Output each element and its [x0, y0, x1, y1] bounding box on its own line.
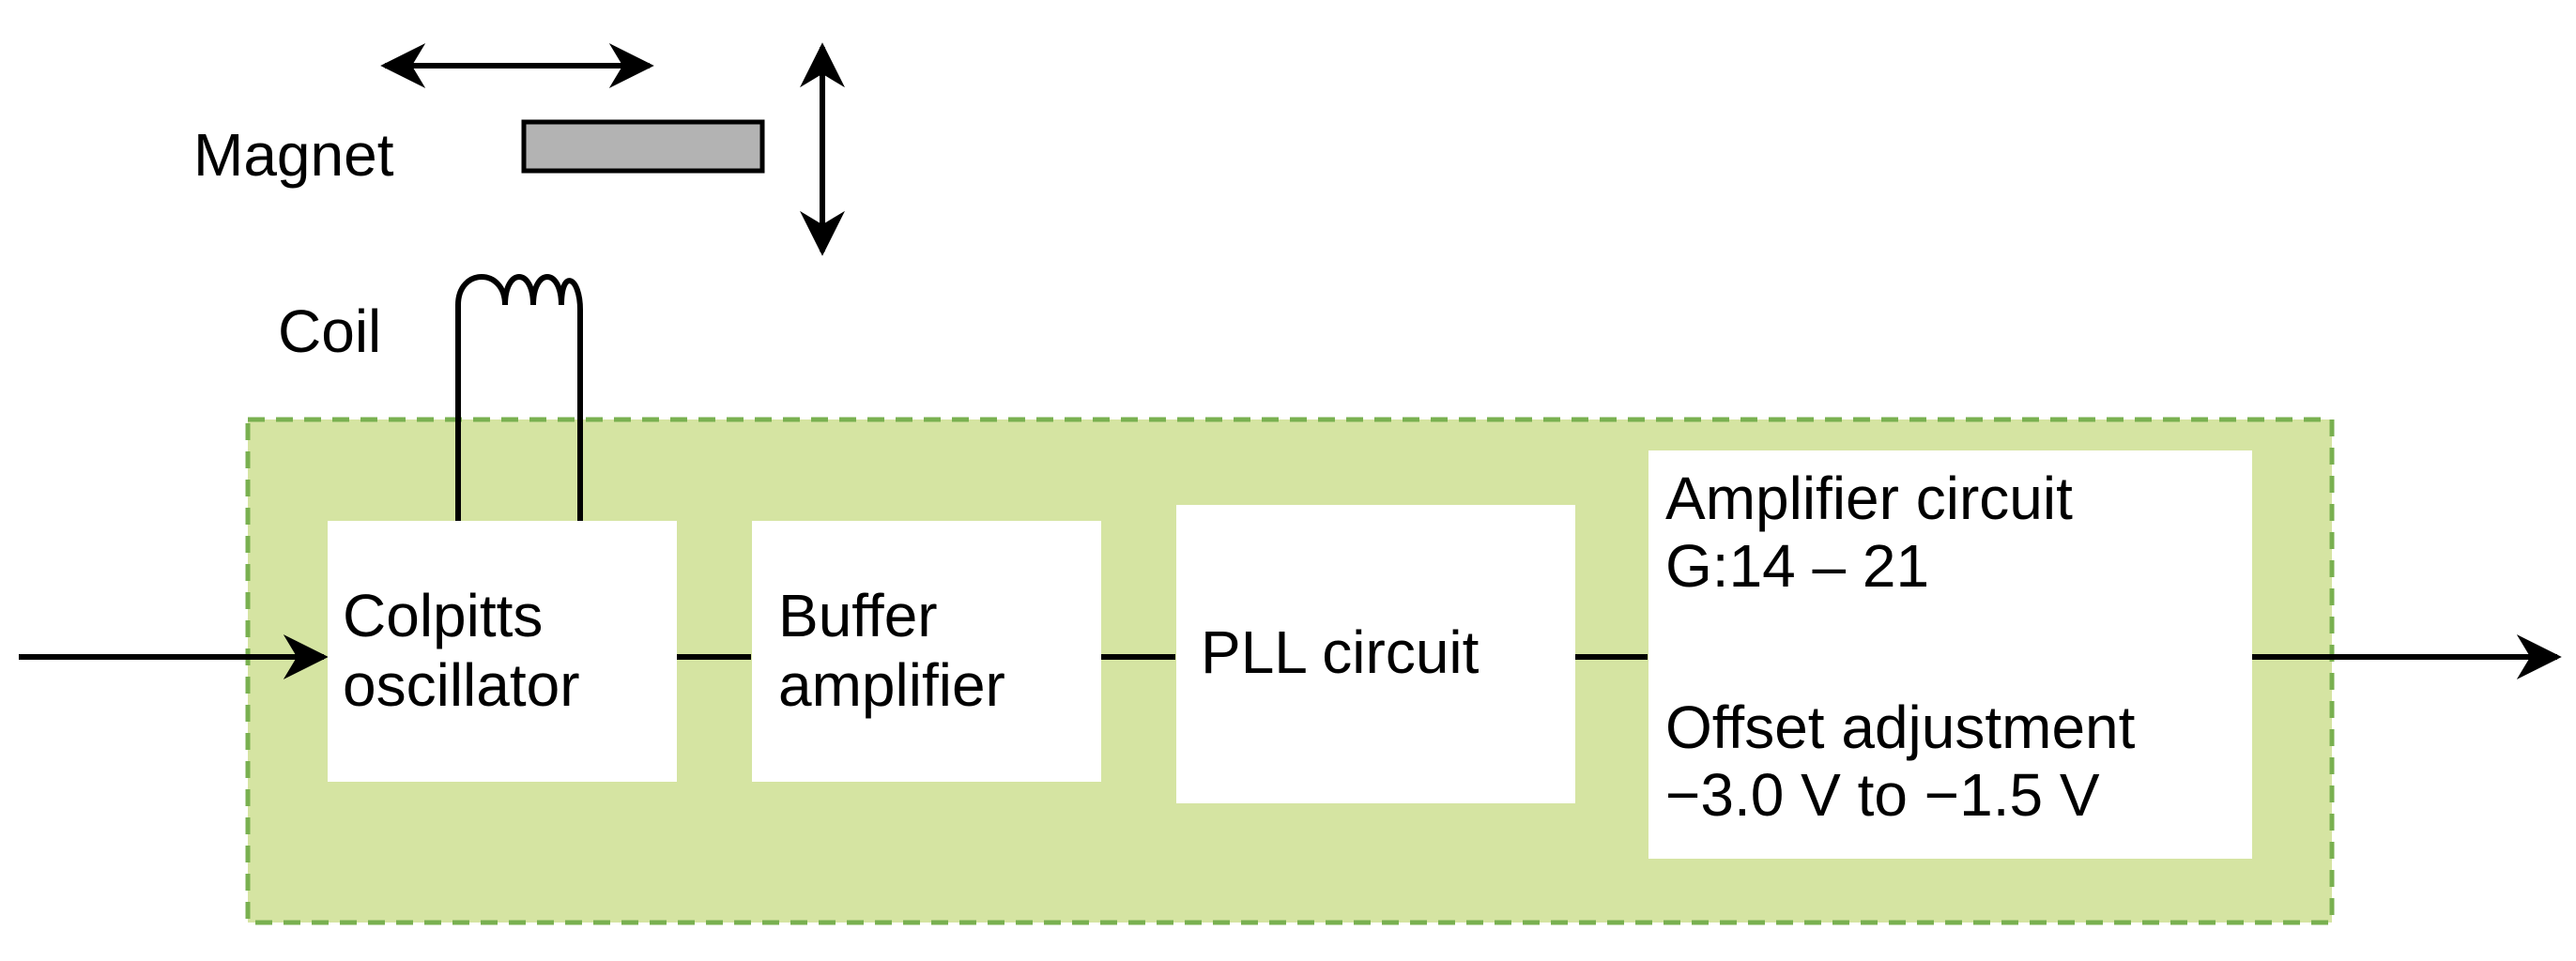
coil-icon — [455, 274, 583, 521]
buffer-amplifier-block: Buffer amplifier — [752, 521, 1101, 782]
magnet-label: Magnet — [193, 121, 394, 189]
pll-label: PLL circuit — [1201, 618, 1480, 686]
colpitts-line-2: oscillator — [343, 651, 580, 719]
amplifier-gain: G:14 – 21 — [1665, 532, 1930, 600]
offset-adjustment-title: Offset adjustment — [1665, 694, 2136, 761]
coil-label: Coil — [278, 297, 382, 365]
amplifier-circuit-block: Amplifier circuit G:14 – 21 Offset adjus… — [1648, 450, 2252, 859]
colpitts-line-1: Colpitts — [343, 582, 544, 649]
pll-circuit-block: PLL circuit — [1176, 505, 1575, 803]
offset-adjustment-range: −3.0 V to −1.5 V — [1665, 761, 2100, 829]
buffer-line-1: Buffer — [778, 582, 938, 649]
colpitts-oscillator-block: Colpitts oscillator — [328, 521, 677, 782]
buffer-line-2: amplifier — [778, 651, 1005, 719]
amplifier-title: Amplifier circuit — [1665, 465, 2073, 532]
magnet — [521, 119, 765, 174]
